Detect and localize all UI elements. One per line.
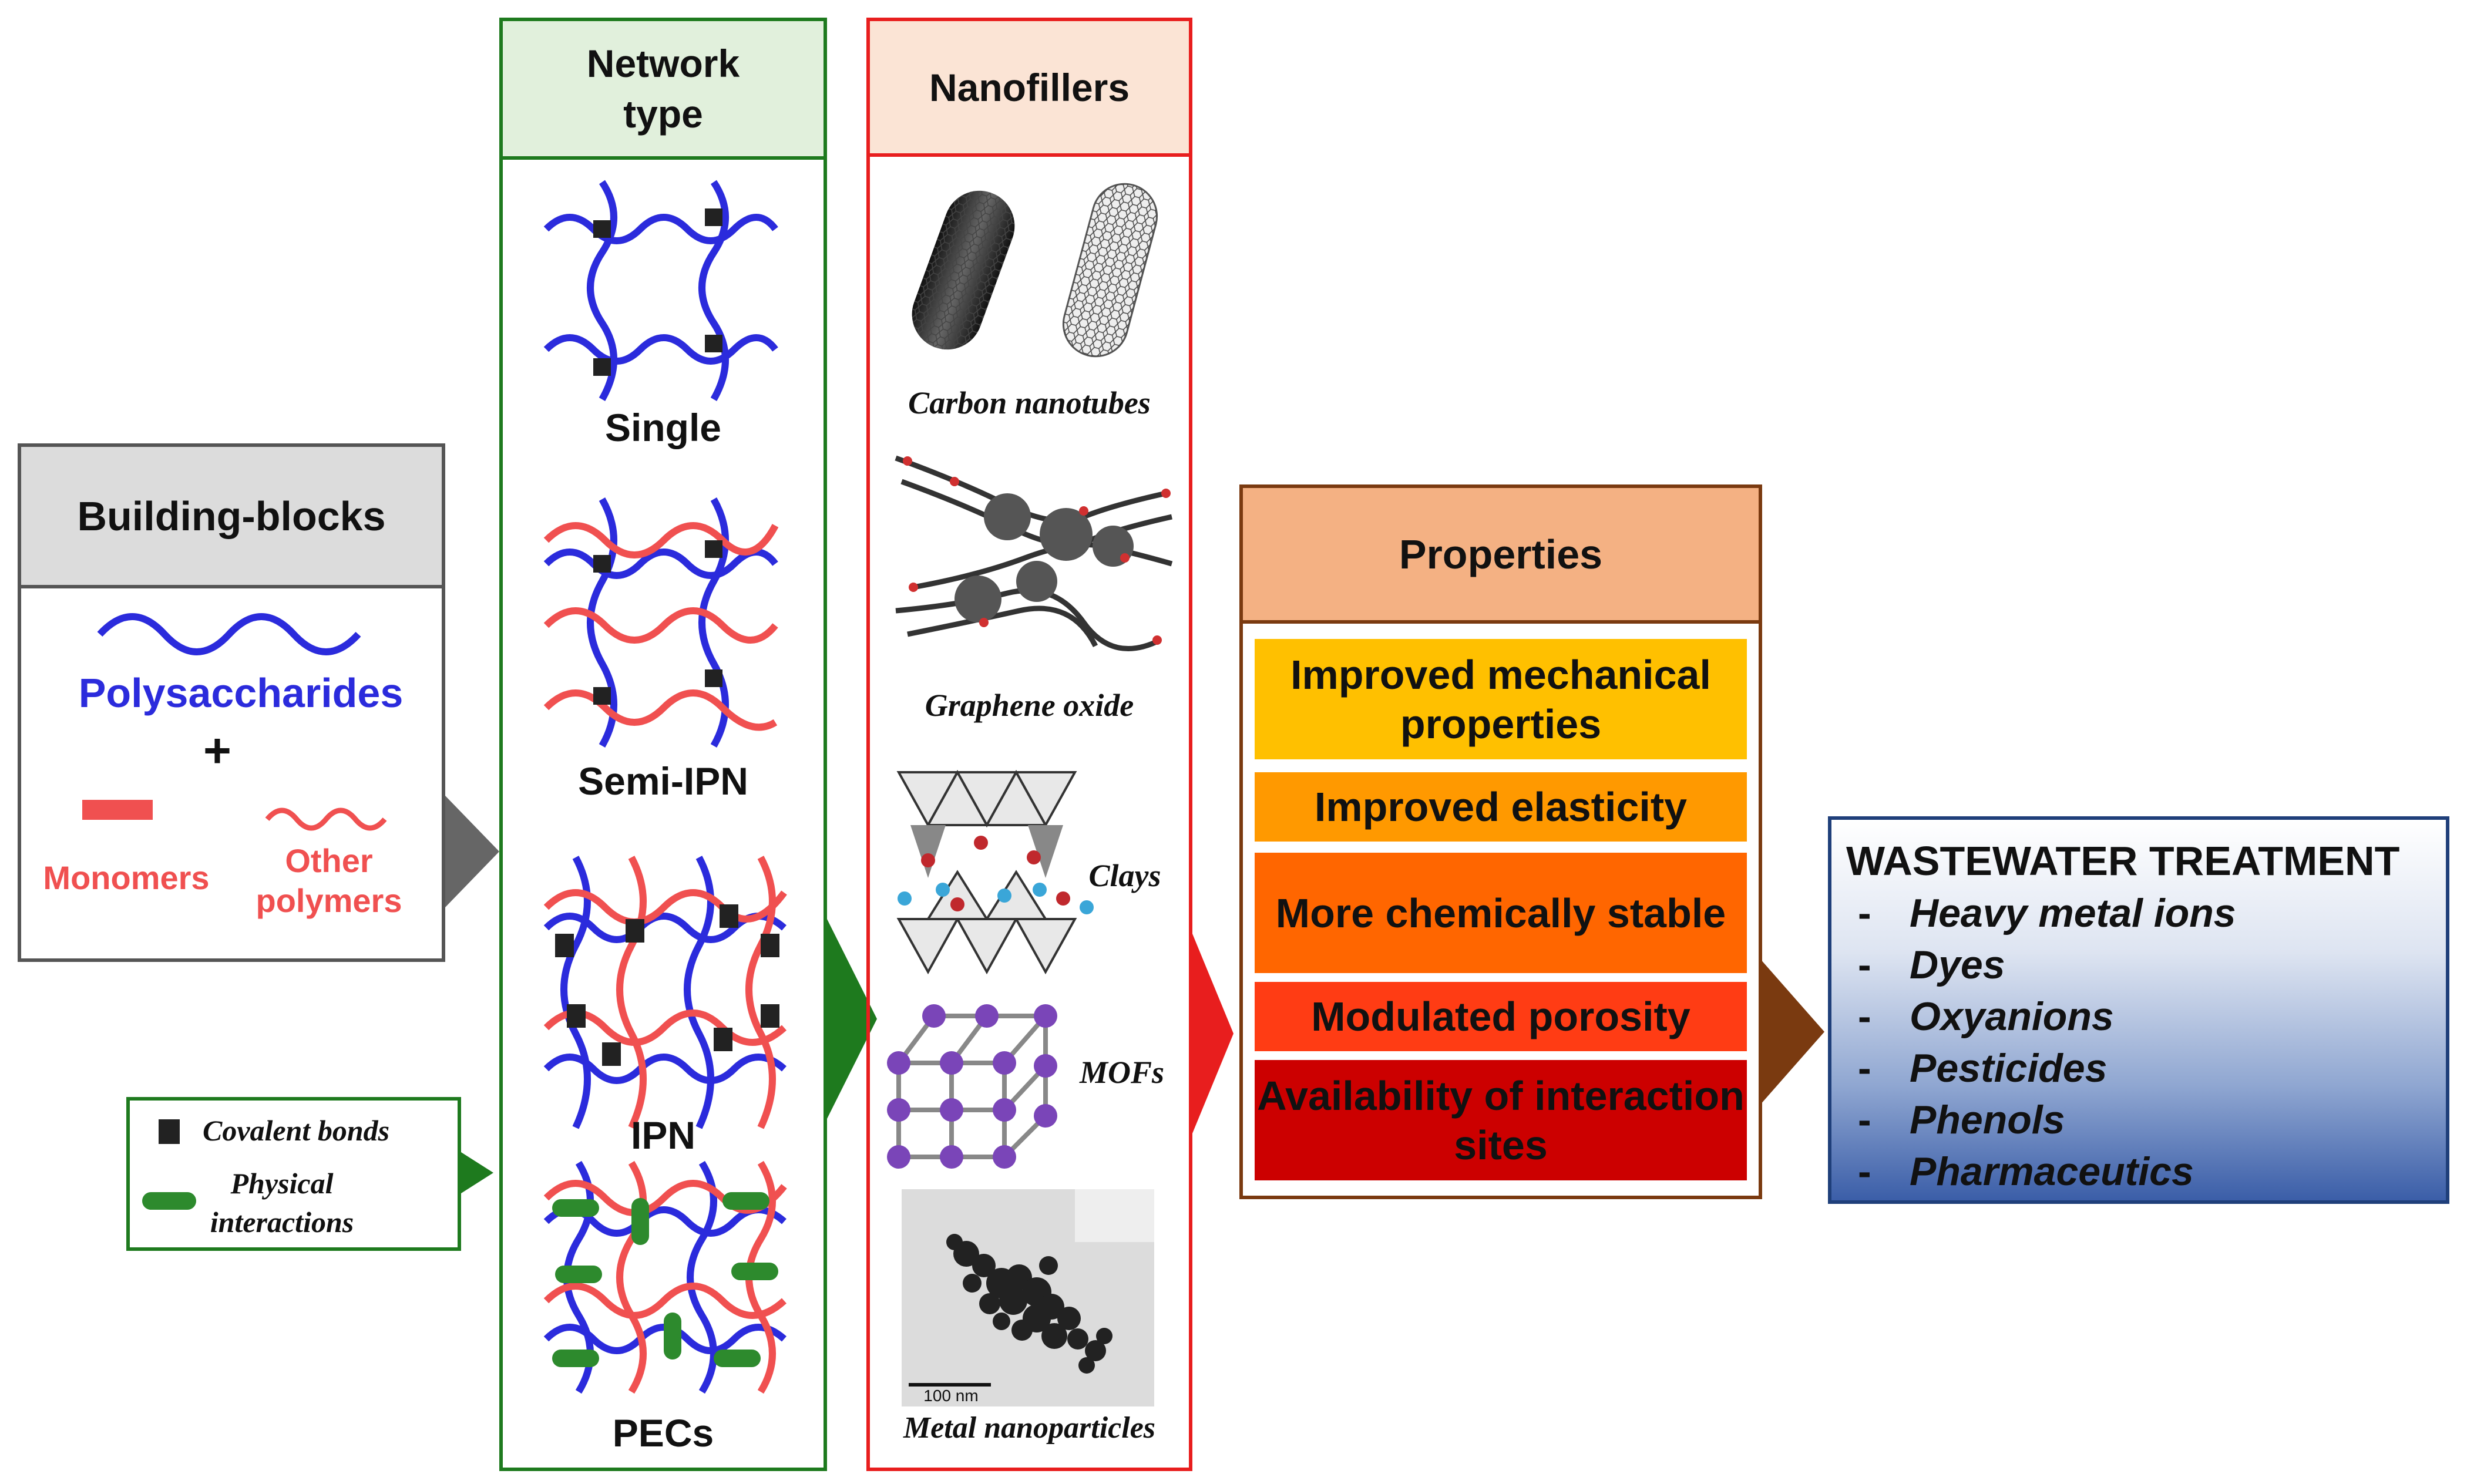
wastewater-item-5: - Pharmaceutics — [1846, 1146, 2446, 1197]
covalent-bond-icon — [159, 1119, 180, 1144]
property-mechanical: Improved mechanical properties — [1255, 639, 1747, 759]
ipn-network-diagram — [543, 856, 787, 1129]
building-blocks-panel: Building-blocks — [18, 443, 445, 962]
wastewater-item-4: - Phenols — [1846, 1094, 2446, 1146]
property-porosity: Modulated porosity — [1255, 982, 1747, 1051]
properties-arrow — [1760, 958, 1824, 1105]
network-label-pecs: PECs — [612, 1411, 714, 1455]
scale-bar-label: 100 nm — [923, 1387, 979, 1405]
wastewater-item-1: - Dyes — [1846, 939, 2446, 991]
monomer-icon — [82, 800, 153, 820]
semi-ipn-network-diagram — [543, 497, 779, 748]
network-type-header: Network type — [503, 21, 824, 160]
tem-inset — [1075, 1189, 1154, 1242]
polysaccharide-chain-icon — [97, 613, 361, 655]
graphene-oxide-image — [895, 455, 1173, 651]
nanofiller-label-clays: Clays — [1088, 858, 1161, 893]
building-blocks-title: Building-blocks — [77, 493, 386, 539]
wastewater-item-0: - Heavy metal ions — [1846, 887, 2446, 939]
metal-nanoparticles-image: 100 nm — [902, 1189, 1154, 1406]
network-type-title-line1: Network — [586, 42, 740, 85]
bullet-dash: - — [1858, 1149, 1871, 1194]
wastewater-item-label: Pharmaceutics — [1910, 1149, 2194, 1194]
building-blocks-header: Building-blocks — [21, 447, 442, 588]
network-type-panel: Network type — [499, 18, 827, 1471]
building-blocks-arrow — [445, 796, 499, 907]
property-interaction-sites: Availability of interaction sites — [1255, 1060, 1747, 1180]
wastewater-item-label: Phenols — [1910, 1098, 2065, 1142]
wastewater-item-label: Pesticides — [1910, 1046, 2108, 1091]
wastewater-title: WASTEWATER TREATMENT — [1846, 838, 2400, 884]
pecs-network-diagram — [543, 1160, 787, 1394]
network-type-title-line2: type — [623, 92, 703, 136]
wastewater-item-label: Oxyanions — [1910, 994, 2114, 1039]
monomers-label: Monomers — [43, 859, 210, 896]
network-label-single: Single — [604, 406, 722, 449]
covalent-bonds-label: Covalent bonds — [203, 1114, 390, 1147]
legend-box — [126, 1097, 461, 1251]
wastewater-item-3: - Pesticides — [1846, 1042, 2446, 1094]
nanofiller-label-mofs: MOFs — [1079, 1055, 1165, 1090]
physical-interaction-icon — [142, 1192, 196, 1210]
wastewater-item-2: - Oxyanions — [1846, 991, 2446, 1042]
clays-image — [896, 769, 1094, 975]
properties-title: Properties — [1399, 531, 1603, 577]
mofs-image — [887, 1004, 1057, 1169]
bullet-dash: - — [1858, 994, 1871, 1039]
other-polymers-label: Other polymers — [235, 841, 423, 921]
other-polymers-line2: polymers — [256, 882, 402, 919]
other-polymer-chain-icon — [265, 807, 387, 831]
single-network-diagram — [543, 180, 778, 401]
network-label-ipn: IPN — [630, 1113, 696, 1157]
polysaccharides-label: Polysaccharides — [78, 670, 404, 716]
nanofillers-arrow — [1192, 934, 1234, 1133]
properties-panel: Properties — [1239, 484, 1762, 1199]
nanofiller-label-carbon-nanotubes: Carbon nanotubes — [908, 385, 1151, 420]
scale-bar-line — [909, 1383, 991, 1387]
network-arrow — [827, 919, 877, 1119]
nanofiller-label-graphene-oxide: Graphene oxide — [925, 688, 1134, 723]
physical-interactions-label: Physical interactions — [197, 1164, 367, 1241]
physical-line2: interactions — [210, 1206, 354, 1239]
property-elasticity: Improved elasticity — [1255, 772, 1747, 842]
bullet-dash: - — [1858, 891, 1871, 936]
nanofillers-panel: Nanofillers — [866, 18, 1192, 1471]
nanoparticle-cluster — [946, 1234, 1112, 1374]
wastewater-item-label: Dyes — [1910, 943, 2005, 987]
bullet-dash: - — [1858, 1046, 1871, 1091]
legend-arrow — [461, 1152, 493, 1193]
nanofillers-title: Nanofillers — [929, 65, 1130, 109]
physical-line1: Physical — [230, 1167, 334, 1200]
nanofillers-header: Nanofillers — [870, 21, 1189, 157]
property-chemically-stable: More chemically stable — [1255, 853, 1747, 973]
nanofiller-label-metal-nanoparticles: Metal nanoparticles — [903, 1411, 1156, 1445]
bullet-dash: - — [1858, 1098, 1871, 1142]
plus-sign: + — [203, 724, 231, 778]
wastewater-item-label: Heavy metal ions — [1910, 891, 2236, 936]
wastewater-panel: WASTEWATER TREATMENT - Heavy metal ions … — [1828, 816, 2449, 1204]
bullet-dash: - — [1858, 943, 1871, 987]
carbon-nanotube-image — [912, 183, 1158, 358]
properties-header: Properties — [1243, 488, 1759, 624]
network-label-semi-ipn: Semi-IPN — [578, 759, 748, 803]
other-polymers-line1: Other — [285, 842, 373, 879]
